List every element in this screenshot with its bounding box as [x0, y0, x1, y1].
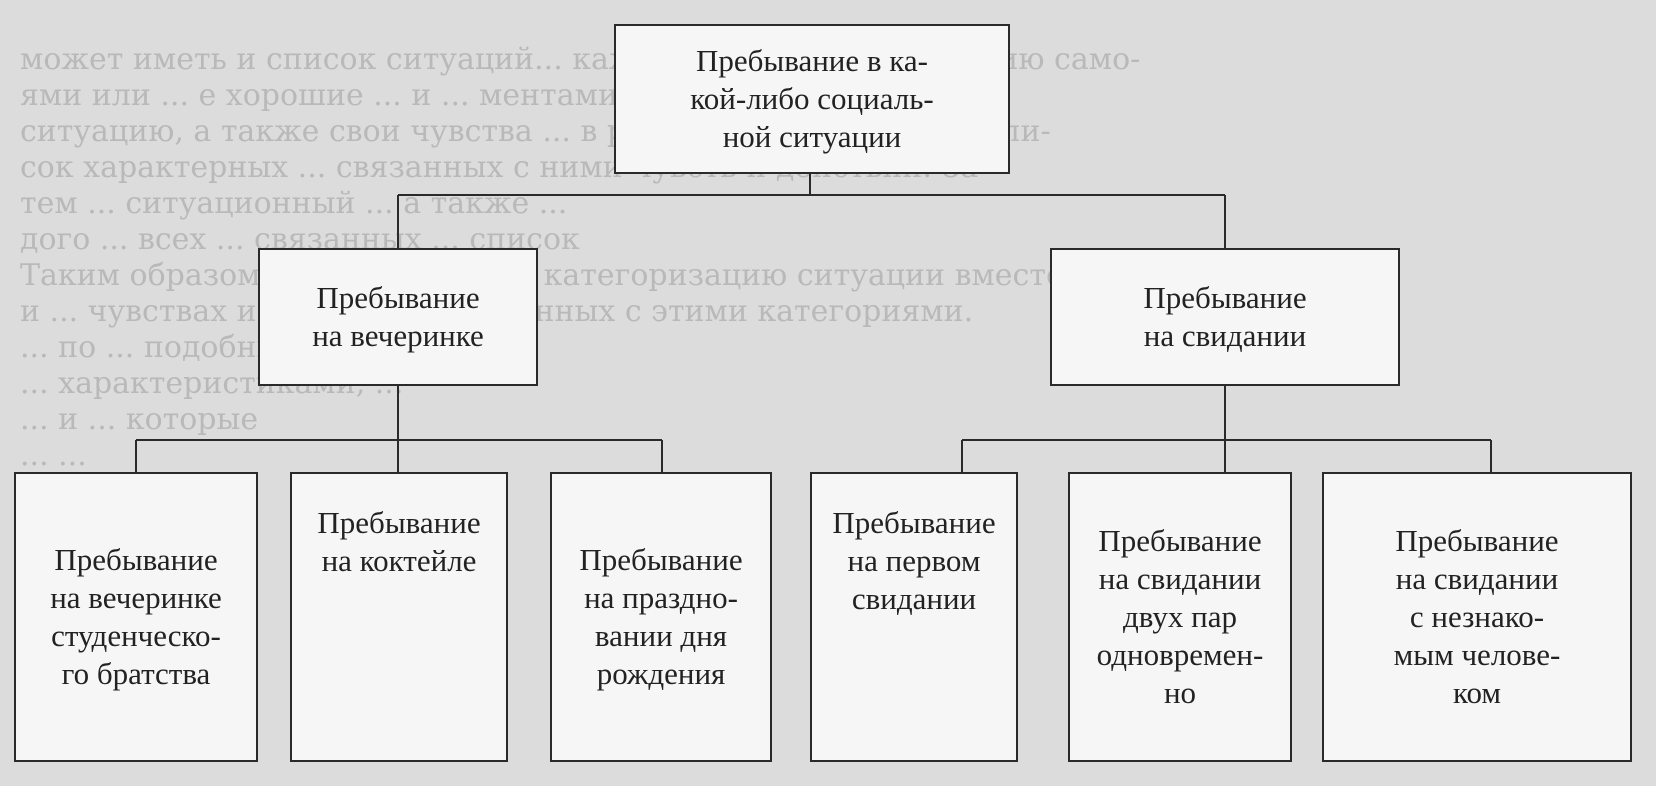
- node-birthday-label: Пребывание на праздно- вании дня рождени…: [579, 542, 743, 691]
- bg-line: тем ... ситуационный ... а также ...: [20, 186, 568, 221]
- node-double-date: Пребывание на свидании двух пар одноврем…: [1068, 472, 1292, 762]
- node-fraternity-party: Пребывание на вечеринке студенческо- го …: [14, 472, 258, 762]
- node-first-date-label: Пребывание на первом свидании: [832, 505, 996, 616]
- node-party: Пребывание на вечеринке: [258, 248, 538, 386]
- node-fraternity-party-label: Пребывание на вечеринке студенческо- го …: [50, 542, 222, 691]
- root-node-label: Пребывание в ка- кой-либо социаль- ной с…: [690, 43, 934, 154]
- node-birthday: Пребывание на праздно- вании дня рождени…: [550, 472, 772, 762]
- node-double-date-label: Пребывание на свидании двух пар одноврем…: [1096, 523, 1264, 710]
- node-date: Пребывание на свидании: [1050, 248, 1400, 386]
- bg-line: Таким образом можно получить категоризац…: [20, 258, 1102, 293]
- node-date-label: Пребывание на свидании: [1143, 280, 1307, 353]
- node-blind-date: Пребывание на свидании с незнако- мым че…: [1322, 472, 1632, 762]
- node-first-date: Пребывание на первом свидании: [810, 472, 1018, 762]
- node-party-label: Пребывание на вечеринке: [312, 280, 484, 353]
- root-node: Пребывание в ка- кой-либо социаль- ной с…: [614, 24, 1010, 174]
- bg-line: ... и ... которые: [20, 402, 259, 437]
- bg-line: ... ...: [20, 438, 87, 473]
- node-blind-date-label: Пребывание на свидании с незнако- мым че…: [1393, 523, 1561, 710]
- node-cocktail: Пребывание на коктейле: [290, 472, 508, 762]
- node-cocktail-label: Пребывание на коктейле: [317, 505, 481, 578]
